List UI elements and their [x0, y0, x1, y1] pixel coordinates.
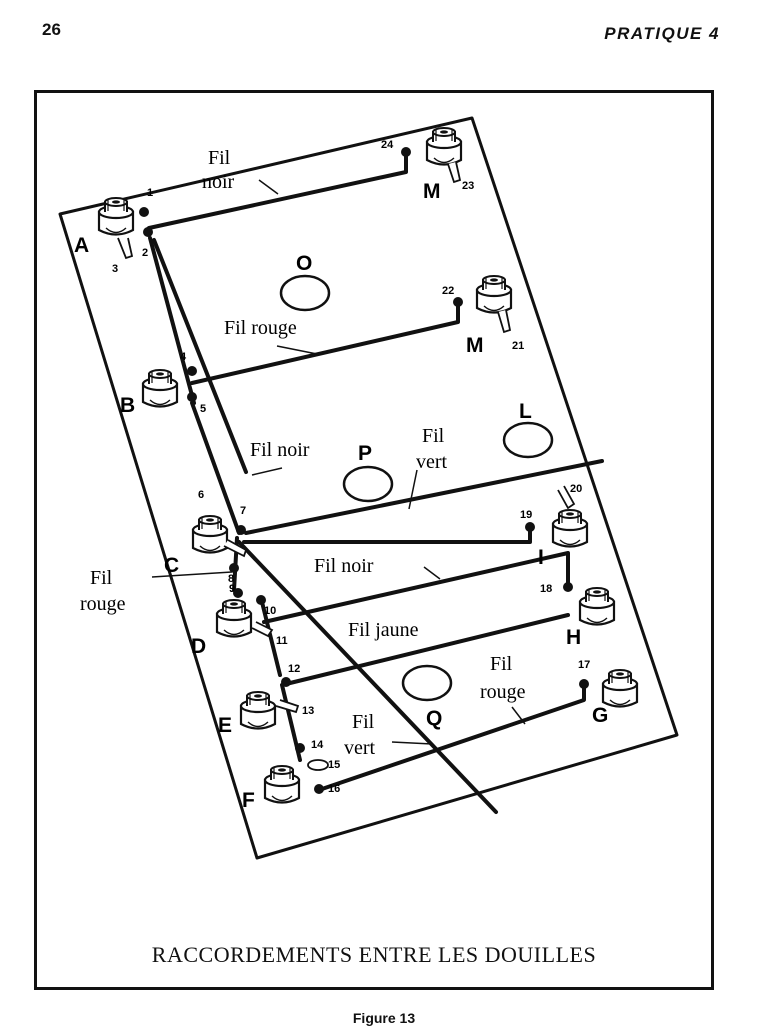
label-g-rouge-color: rouge	[480, 681, 526, 703]
wire-b-c	[190, 401, 241, 535]
terminal-1: 1	[147, 187, 153, 199]
hole-p-label: P	[358, 442, 372, 465]
figure-number: Figure 13	[352, 1010, 416, 1026]
terminal-15: 15	[328, 759, 340, 771]
socket-a-label: A	[74, 234, 89, 257]
socket-g-label: G	[592, 704, 608, 727]
terminal-8: 8	[228, 573, 234, 585]
socket-n-label: M	[423, 180, 441, 203]
terminal-7: 7	[240, 505, 246, 517]
terminal-5: 5	[200, 403, 206, 415]
terminal-12: 12	[288, 663, 300, 675]
label-p-noir: Fil noir	[250, 439, 310, 461]
socket-c-label: C	[164, 554, 179, 577]
terminal-4: 4	[180, 351, 187, 363]
socket-m: M 22 21	[442, 274, 524, 357]
terminal-22: 22	[442, 285, 454, 297]
figure-caption: RACCORDEMENTS ENTRE LES DOUILLES	[151, 942, 597, 967]
wire-a-b	[148, 236, 196, 405]
terminal-16: 16	[328, 783, 340, 795]
socket-e-label: E	[218, 714, 232, 737]
terminal-11: 11	[276, 635, 288, 647]
label-a-n-fil: Fil	[208, 147, 231, 169]
label-d-jaune: Fil jaune	[348, 619, 419, 641]
label-vert-top-fil: Fil	[422, 425, 445, 447]
label-vert-bottom-fil: Fil	[352, 711, 375, 733]
socket-g: G 17	[578, 659, 639, 727]
terminal-13: 13	[302, 705, 314, 717]
socket-b: B 4 5	[120, 351, 206, 417]
socket-a: A 1 2 3	[74, 187, 153, 275]
terminal-10: 10	[264, 605, 276, 617]
terminal-21: 21	[512, 340, 524, 352]
wiring-diagram: O P L Q A 1 2 3	[58, 116, 679, 860]
hole-p: P	[342, 442, 394, 503]
hole-q-label: Q	[426, 707, 442, 730]
socket-n: M 24 23	[381, 126, 474, 203]
wire-d-e	[260, 600, 282, 677]
terminal-9: 9	[229, 583, 235, 595]
hole-o-label: O	[296, 252, 312, 275]
terminal-6: 6	[198, 489, 204, 501]
label-a-n-color: noir	[202, 171, 235, 193]
hole-q: Q	[401, 664, 453, 730]
figure-frame	[34, 90, 714, 990]
label-c-rouge-color: rouge	[80, 593, 126, 615]
terminal-3: 3	[112, 263, 118, 275]
label-vert-top-color: vert	[416, 451, 448, 473]
socket-e: E 12 13	[218, 663, 314, 737]
socket-i: I 19 20	[520, 483, 589, 569]
running-head: PRATIQUE 4	[604, 24, 720, 43]
socket-d: D 9 10 11	[191, 583, 288, 658]
label-g-rouge-fil: Fil	[490, 653, 513, 675]
wire-f-g	[317, 684, 586, 792]
socket-m-label: M	[466, 334, 484, 357]
terminal-18: 18	[540, 583, 552, 595]
socket-d-label: D	[191, 635, 206, 658]
hole-l-label: L	[519, 400, 532, 423]
leader-lines	[151, 179, 526, 745]
socket-h-label: H	[566, 626, 581, 649]
terminal-23: 23	[462, 180, 474, 192]
terminal-2: 2	[142, 247, 148, 259]
label-vert-bottom-color: vert	[344, 737, 376, 759]
wire-vert-diagonal	[237, 540, 498, 814]
socket-h: H 18	[540, 582, 616, 649]
label-i-noir: Fil noir	[314, 555, 374, 577]
chassis-plate	[58, 116, 679, 860]
hole-l: L	[502, 400, 554, 459]
wire-vert-top	[244, 459, 604, 535]
socket-f-label: F	[242, 789, 255, 812]
socket-f: F 14 15 16	[242, 739, 340, 812]
label-b-m: Fil rouge	[224, 317, 297, 339]
wire-d-h	[262, 551, 570, 624]
terminal-19: 19	[520, 509, 532, 521]
label-c-rouge-fil: Fil	[90, 567, 113, 589]
terminal-17: 17	[578, 659, 590, 671]
socket-b-label: B	[120, 394, 135, 417]
page-number: 26	[42, 20, 61, 39]
wire-e-h	[284, 613, 570, 686]
terminal-20: 20	[570, 483, 582, 495]
wire-noir-long	[152, 238, 248, 474]
socket-i-label: I	[538, 546, 544, 569]
socket-c: C 6 7 8	[164, 489, 248, 585]
terminal-24: 24	[381, 139, 394, 151]
terminal-14: 14	[311, 739, 324, 751]
wire-b-m	[190, 300, 460, 385]
wire-a-n	[147, 153, 408, 230]
hole-o: O	[279, 252, 331, 312]
